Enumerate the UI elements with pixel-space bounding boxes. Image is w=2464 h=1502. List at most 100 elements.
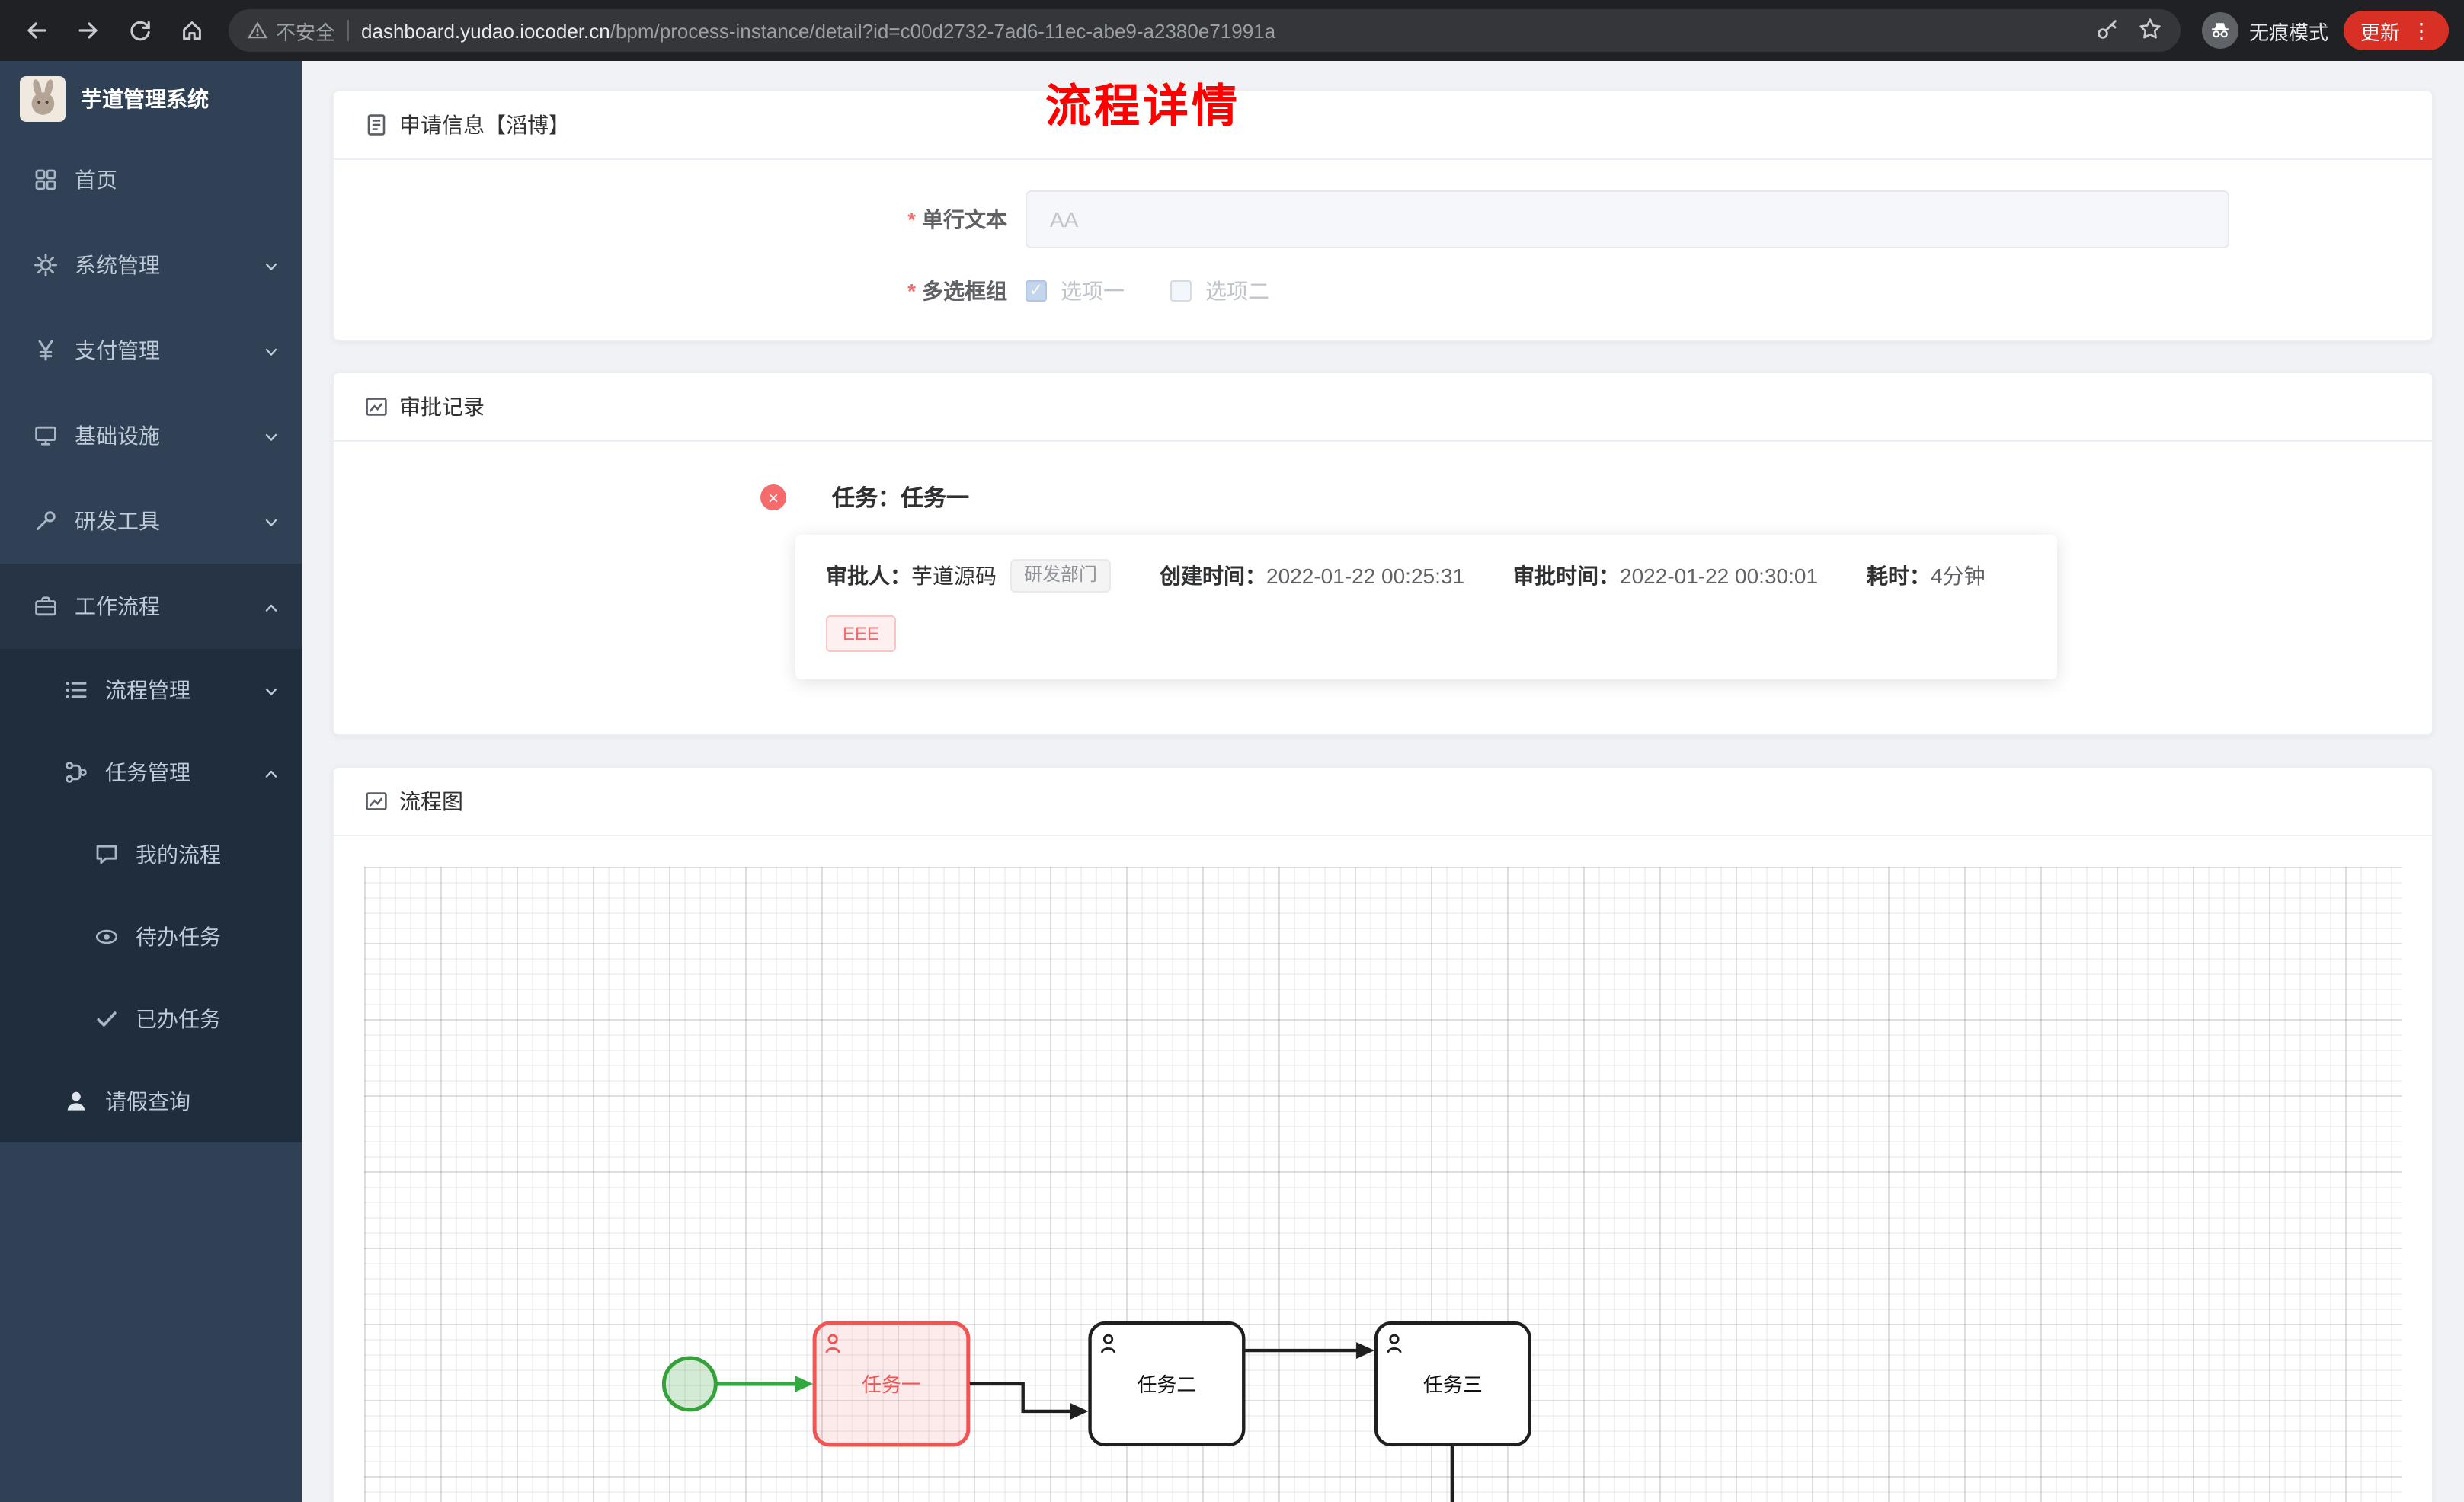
chat-icon: [94, 842, 119, 867]
app-title: 芋道管理系统: [81, 87, 209, 111]
task2-node: [1088, 1321, 1246, 1447]
sidebar-item-infrastructure[interactable]: 基础设施: [0, 393, 302, 478]
flow-task1-to-task2: [969, 1382, 1075, 1414]
briefcase-icon: [34, 594, 58, 618]
create-time-value: 2022-01-22 00:25:31: [1266, 563, 1465, 588]
diagram-icon: [364, 789, 389, 813]
required-asterisk: *: [907, 279, 916, 303]
logo-avatar: [20, 76, 66, 122]
sidebar-item-label: 工作流程: [75, 594, 160, 618]
update-label: 更新: [2360, 21, 2400, 43]
sidebar-item-label: 已办任务: [136, 1007, 221, 1031]
sidebar-item-label: 研发工具: [75, 509, 160, 533]
chevron-up-icon: [262, 763, 280, 781]
sidebar-item-label: 基础设施: [75, 423, 160, 448]
task3-label: 任务三: [1423, 1373, 1483, 1396]
check-icon: [94, 1007, 119, 1031]
arrowhead-icon: [1070, 1402, 1089, 1420]
sidebar-item-label: 任务管理: [105, 760, 190, 785]
timeline-item-header: × 任务：任务一: [760, 481, 2402, 513]
sidebar-item-my-processes[interactable]: 我的流程: [0, 813, 302, 896]
arrowhead-green-icon: [795, 1375, 814, 1392]
checkbox-option-label: 选项一: [1061, 279, 1125, 303]
sidebar-item-done-tasks[interactable]: 已办任务: [0, 978, 302, 1060]
bpmn-canvas[interactable]: 任务一 任务二 任务三: [364, 866, 2402, 1502]
task-title: 任务：任务一: [832, 486, 970, 512]
single-line-text-label: *单行文本: [907, 207, 1007, 232]
approval-detail-card: 审批人：芋道源码 研发部门 创建时间：2022-01-22 00:25:31 审…: [795, 535, 2057, 679]
sidebar-item-workflow[interactable]: 工作流程: [0, 564, 302, 649]
gear-icon: [34, 253, 58, 277]
sidebar-item-todo-tasks[interactable]: 待办任务: [0, 896, 302, 978]
error-status-icon: ×: [760, 484, 786, 510]
checkbox-option-2[interactable]: 选项二: [1170, 276, 1269, 306]
password-key-icon[interactable]: [2095, 16, 2120, 45]
yen-icon: [34, 338, 58, 363]
sidebar-item-label: 我的流程: [136, 842, 221, 867]
approver-value: 芋道源码: [911, 563, 997, 588]
approval-timeline: × 任务：任务一 审批人：芋道源码 研发部门 创建时间：2022-01-22 0…: [760, 466, 2402, 679]
approver-field: 审批人：芋道源码 研发部门: [826, 559, 1112, 593]
chevron-down-icon: [262, 681, 280, 699]
start-event-node: [661, 1356, 718, 1412]
browser-update-menu-button[interactable]: 更新 ⋮: [2343, 11, 2449, 50]
list-icon: [64, 678, 88, 702]
sidebar-submenu-workflow: 流程管理 任务管理 我的流程 待办任务 已办任务 请假: [0, 649, 302, 1142]
sidebar-item-label: 待办任务: [136, 925, 221, 949]
department-tag: 研发部门: [1010, 559, 1112, 593]
kebab-menu-icon: ⋮: [2411, 18, 2432, 43]
checkbox-group: ✓ 选项一 选项二: [1026, 273, 1269, 309]
flow-diagram-card: 流程图: [332, 765, 2434, 1502]
security-indicator[interactable]: 不安全: [247, 16, 335, 45]
sidebar-item-system[interactable]: 系统管理: [0, 222, 302, 308]
incognito-icon: [2201, 12, 2238, 49]
checkbox-checked-icon: ✓: [1026, 280, 1047, 302]
sidebar: 芋道管理系统 首页 系统管理 支付管理 基础设施 研发工具 工作流: [0, 61, 302, 1502]
create-time-field: 创建时间：2022-01-22 00:25:31: [1160, 561, 1464, 591]
browser-forward-button[interactable]: [67, 9, 110, 52]
browser-back-button[interactable]: [15, 9, 58, 52]
record-icon: [364, 395, 389, 419]
sidebar-item-label: 首页: [75, 168, 117, 192]
duration-value: 4分钟: [1931, 563, 1986, 588]
sidebar-item-devtools[interactable]: 研发工具: [0, 478, 302, 564]
sidebar-item-leave-query[interactable]: 请假查询: [0, 1060, 302, 1142]
chevron-down-icon: [262, 512, 280, 530]
main-content: 流程详情 申请信息【滔博】 *单行文本 *多选框组 ✓ 选项一: [302, 61, 2464, 1502]
url-text: dashboard.yudao.iocoder.cn/bpm/process-i…: [361, 19, 1276, 42]
incognito-badge: 无痕模式: [2196, 12, 2334, 49]
eye-icon: [94, 925, 119, 949]
dashboard-icon: [34, 168, 58, 192]
document-icon: [364, 113, 389, 137]
bpmn-diagram: 任务一 任务二 任务三: [661, 1321, 1531, 1502]
address-bar[interactable]: 不安全 dashboard.yudao.iocoder.cn/bpm/proce…: [229, 9, 2181, 52]
chevron-up-icon: [262, 597, 280, 615]
sidebar-item-payment[interactable]: 支付管理: [0, 308, 302, 393]
approve-time-label: 审批时间：: [1513, 563, 1621, 588]
browser-toolbar: 不安全 dashboard.yudao.iocoder.cn/bpm/proce…: [0, 0, 2464, 61]
single-line-text-input[interactable]: [1026, 190, 2229, 248]
sidebar-item-label: 流程管理: [105, 678, 190, 702]
monitor-icon: [34, 423, 58, 448]
incognito-label: 无痕模式: [2248, 21, 2328, 43]
approval-meta: 审批人：芋道源码 研发部门 创建时间：2022-01-22 00:25:31 审…: [826, 559, 2027, 593]
browser-home-button[interactable]: [171, 9, 213, 52]
checkbox-option-1[interactable]: ✓ 选项一: [1026, 276, 1125, 306]
bookmark-star-icon[interactable]: [2138, 16, 2162, 45]
omnibox-divider: [347, 20, 350, 41]
wrench-icon: [34, 509, 58, 533]
chevron-down-icon: [262, 341, 280, 360]
sidebar-item-home[interactable]: 首页: [0, 137, 302, 222]
browser-reload-button[interactable]: [119, 9, 162, 52]
create-time-label: 创建时间：: [1160, 563, 1267, 588]
checkbox-group-row: *多选框组 ✓ 选项一 选项二: [364, 273, 2402, 309]
task2-label: 任务二: [1137, 1373, 1196, 1396]
sidebar-logo[interactable]: 芋道管理系统: [0, 61, 302, 137]
approval-record-card-title: 审批记录: [399, 395, 485, 419]
chevron-down-icon: [262, 427, 280, 445]
checkbox-option-label: 选项二: [1205, 279, 1269, 303]
sidebar-item-task-management[interactable]: 任务管理: [0, 731, 302, 813]
checkbox-unchecked-icon: [1170, 280, 1192, 302]
sidebar-item-process-management[interactable]: 流程管理: [0, 649, 302, 731]
